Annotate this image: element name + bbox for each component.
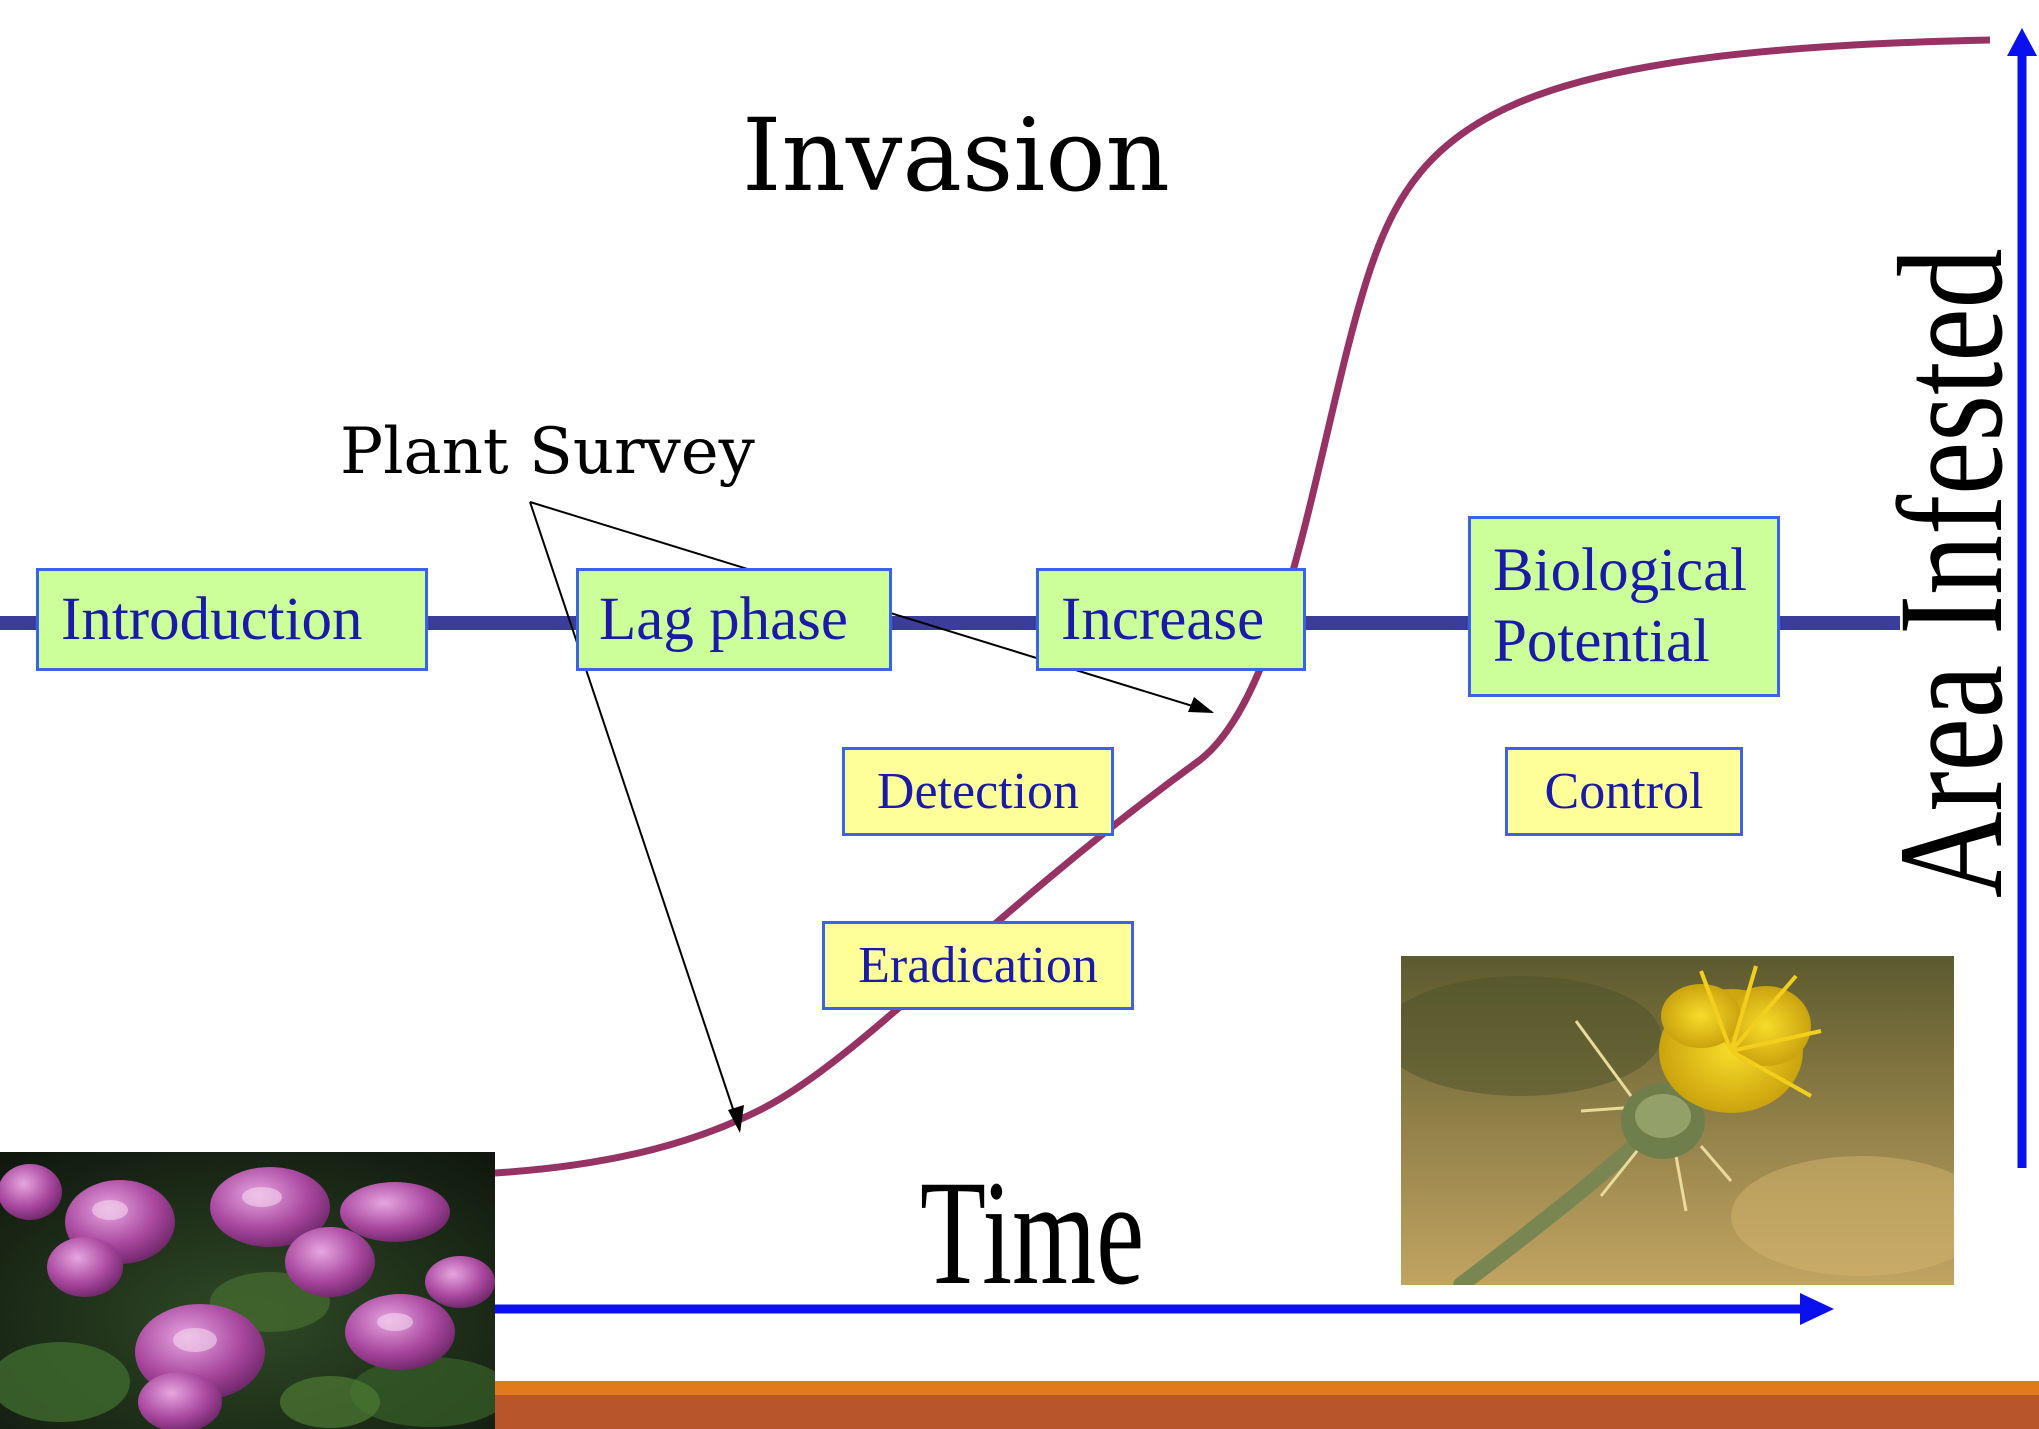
biological-line-1: Biological	[1493, 536, 1747, 606]
plant-survey-label: Plant Survey	[340, 420, 755, 484]
stage-increase: Increase	[1036, 568, 1306, 671]
stage-introduction-label: Introduction	[61, 585, 363, 655]
action-detection: Detection	[842, 747, 1114, 836]
yellow-thistle-photo	[1401, 956, 1954, 1285]
stage-increase-label: Increase	[1061, 585, 1264, 655]
action-eradication-label: Eradication	[858, 936, 1098, 995]
stage-biological-potential: Biological Potential	[1468, 516, 1780, 697]
purple-flower-photo	[0, 1152, 495, 1429]
purple-flower-icon	[0, 1152, 495, 1429]
stage-introduction: Introduction	[36, 568, 428, 671]
action-control-label: Control	[1545, 762, 1704, 821]
yellow-thistle-icon	[1401, 956, 1954, 1285]
footer-stripe-rust	[495, 1395, 2039, 1429]
diagram-title: Invasion	[742, 106, 1170, 206]
stage-lag-phase: Lag phase	[576, 568, 892, 671]
action-eradication: Eradication	[822, 921, 1134, 1010]
stage-lag-phase-label: Lag phase	[599, 585, 848, 655]
y-axis-label: Area Infested	[1876, 248, 2026, 898]
x-axis-arrowhead	[1800, 1293, 1834, 1325]
action-detection-label: Detection	[877, 762, 1079, 821]
survey-arrowhead-lag	[728, 1105, 744, 1133]
biological-line-2: Potential	[1493, 607, 1747, 677]
action-control: Control	[1505, 747, 1743, 836]
survey-arrowhead-increase	[1188, 697, 1214, 713]
x-axis-label: Time	[920, 1158, 1144, 1308]
y-axis-arrowhead	[2007, 28, 2037, 56]
footer-stripe-orange	[495, 1381, 2039, 1395]
